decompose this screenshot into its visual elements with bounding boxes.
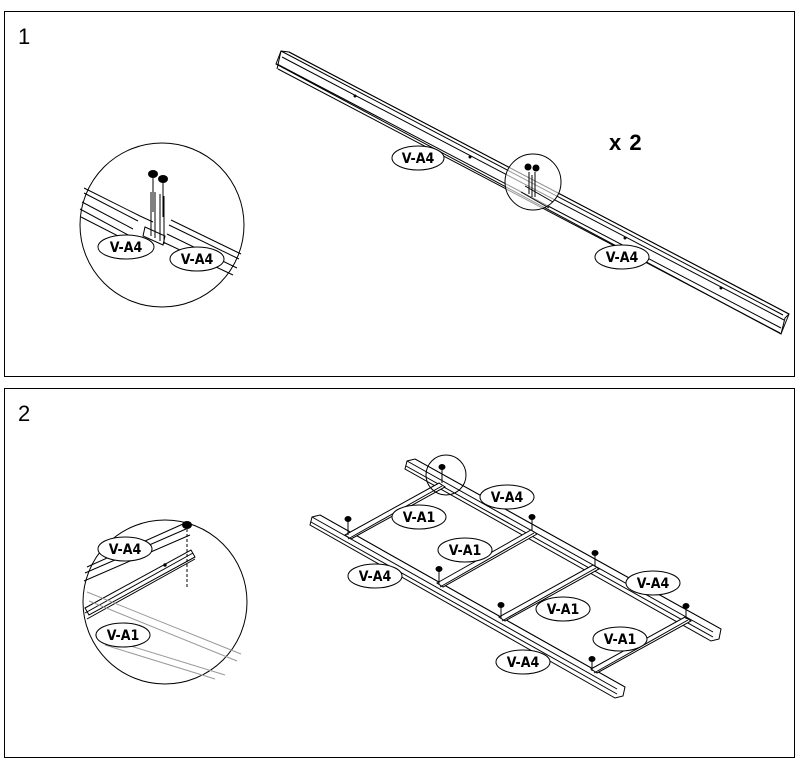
zoom2-label-bar: V-A1 [107, 628, 139, 644]
label-rail-top-right: V-A4 [637, 576, 670, 592]
step-1-panel: 1 x 2 [4, 11, 795, 377]
zoom-label-left: V-A4 [110, 240, 143, 256]
label-bar-2: V-A1 [449, 543, 481, 559]
zoom-label-right: V-A4 [181, 252, 214, 268]
label-rail-bottom-right: V-A4 [507, 655, 540, 671]
step-2-number: 2 [18, 401, 31, 426]
label-rail-bottom: V-A4 [359, 569, 392, 585]
part-label-text: V-A4 [606, 250, 639, 266]
part-label-text: V-A4 [402, 151, 435, 167]
step-2-illustration: V-A4 V-A1 V-A1 V-A4 V-A4 V-A1 V-A1 V-A4 [82, 454, 722, 699]
zoom2-label-rail: V-A4 [109, 542, 142, 558]
label-bar-1: V-A1 [403, 510, 435, 526]
step-1-illustration: V-A4 V-A4 [79, 50, 790, 335]
detail-zoom-circle: V-A4 V-A4 [79, 142, 245, 308]
label-bar-3: V-A1 [547, 602, 579, 618]
label-rail-top: V-A4 [491, 490, 524, 506]
part-label-upper: V-A4 [391, 145, 445, 171]
quantity-label: x 2 [609, 130, 643, 155]
detail-marker-circle [504, 153, 562, 211]
label-bar-4: V-A1 [604, 632, 636, 648]
step-2-panel: 2 [4, 388, 795, 758]
detail-zoom-circle-2: V-A4 V-A1 [82, 519, 248, 685]
frame-labels: V-A4 V-A1 V-A1 V-A4 V-A4 V-A1 V-A1 V-A4 [347, 484, 681, 675]
step-1-number: 1 [18, 24, 31, 49]
part-label-lower: V-A4 [594, 244, 650, 270]
